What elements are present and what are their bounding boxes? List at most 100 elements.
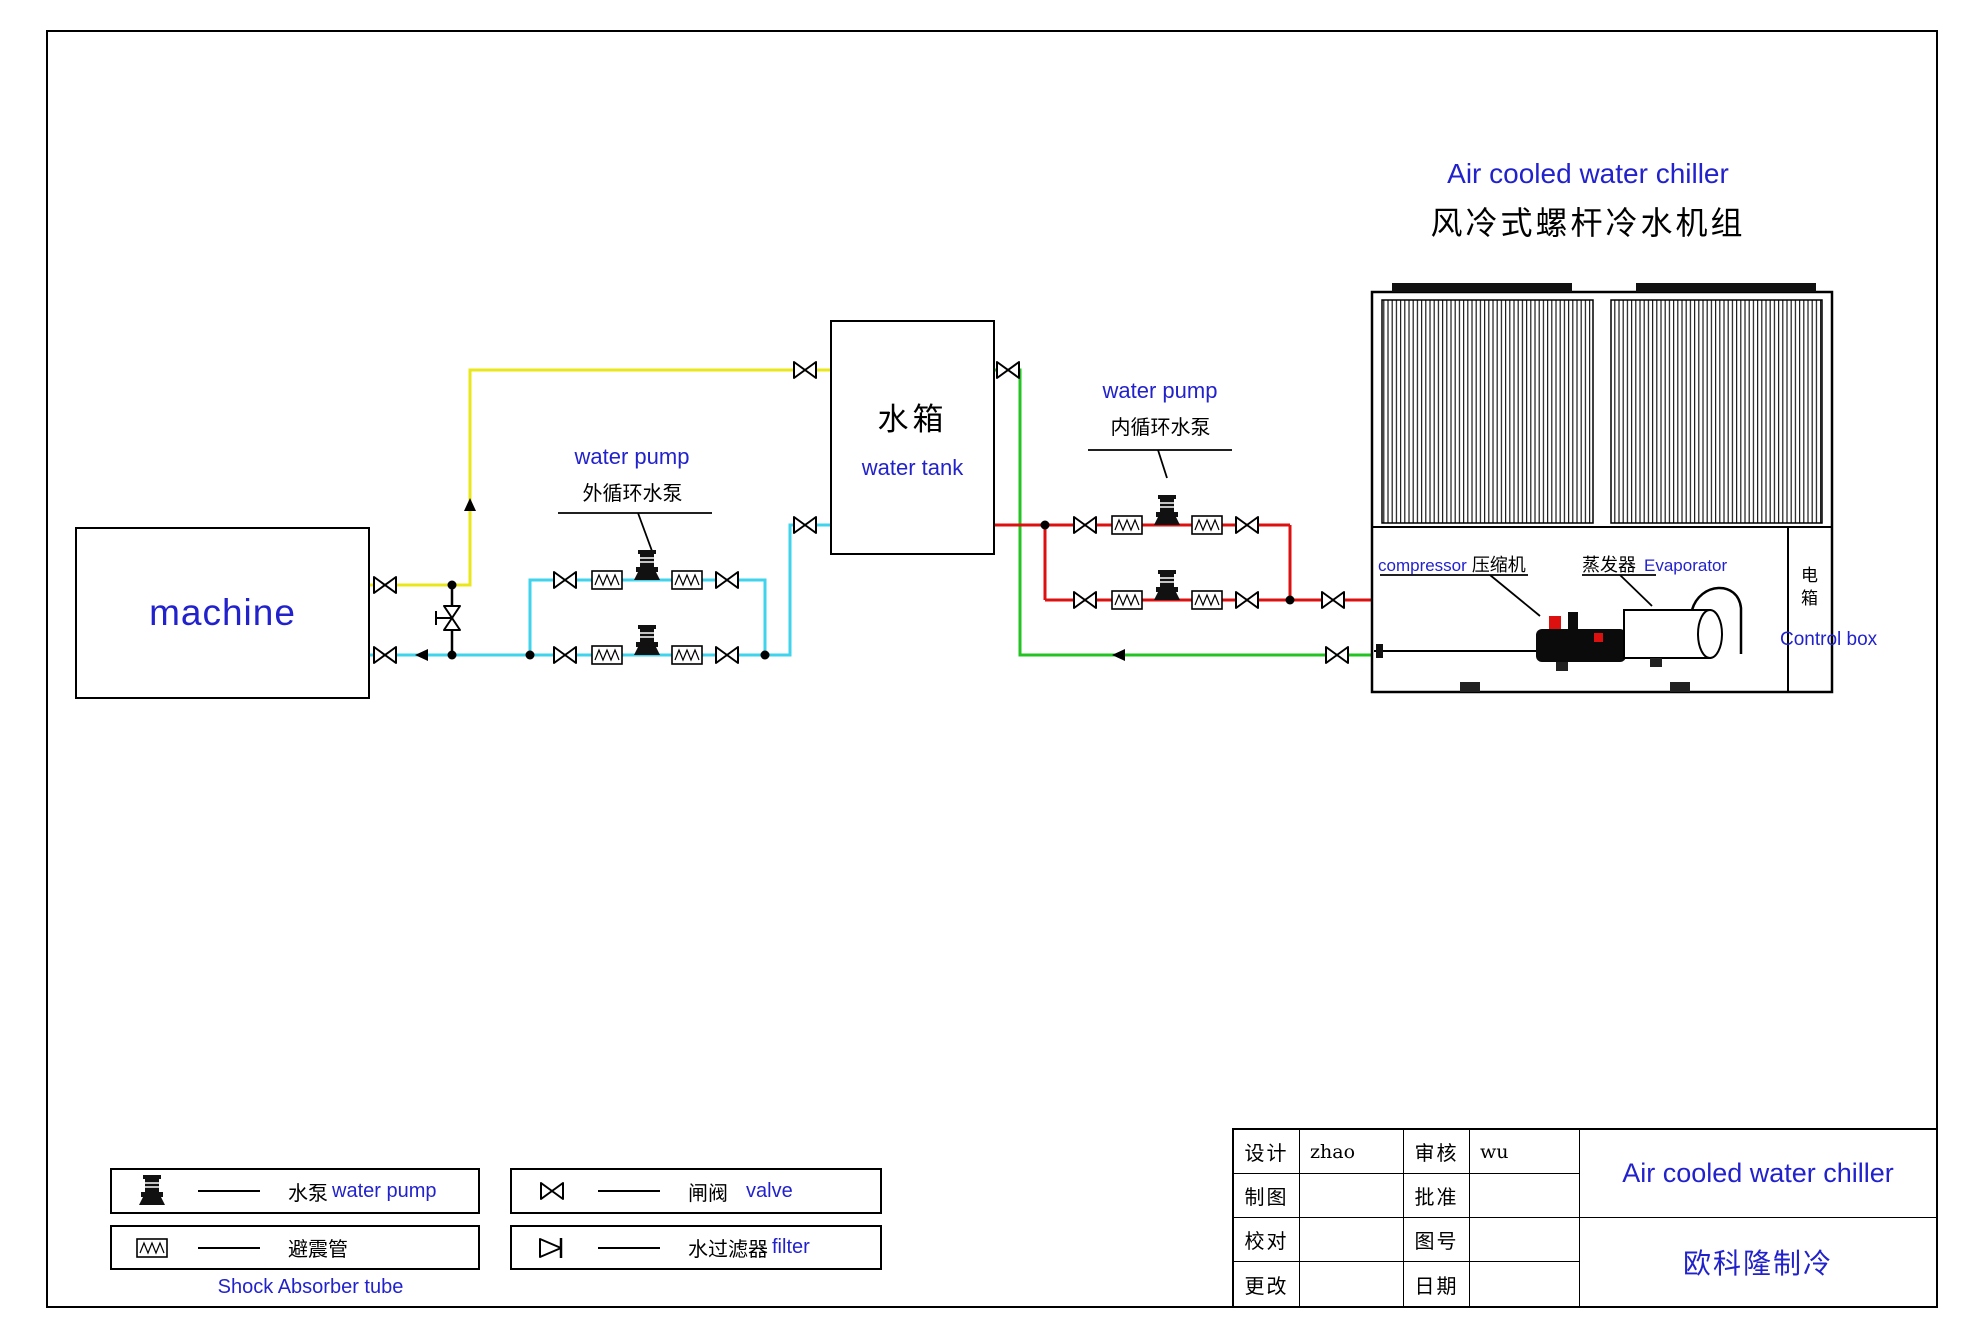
flow-arrow-icon xyxy=(1112,649,1125,661)
legend-pump-icon xyxy=(138,1174,166,1206)
suction-pipe xyxy=(1690,586,1743,654)
valve-icon xyxy=(373,576,397,594)
pipe-cyan-supply xyxy=(370,523,830,657)
legend-valve-zh: 闸阀 xyxy=(688,1180,728,1205)
bypass-gate-valve-icon xyxy=(435,605,461,631)
shock-absorber-icon xyxy=(591,570,623,590)
legend-valve-en: valve xyxy=(746,1179,793,1202)
valve-icon xyxy=(1325,646,1349,664)
control-box-label-zh: 电箱 xyxy=(1797,566,1817,612)
valve-icon xyxy=(553,646,577,664)
legend-line xyxy=(598,1246,660,1249)
valve-icon xyxy=(996,361,1020,379)
shock-absorber-icon xyxy=(1111,590,1143,610)
legend-line xyxy=(198,1246,260,1249)
control-box-label-en: Control box xyxy=(1780,629,1878,650)
legend-water-pump-zh: 水泵 xyxy=(288,1180,328,1205)
pump-icon xyxy=(633,624,661,656)
legend-line xyxy=(198,1190,260,1192)
legend-shock-absorber: 避震管 xyxy=(110,1225,480,1270)
chiller-unit xyxy=(1370,283,1834,694)
machine-foot-2 xyxy=(1650,658,1662,667)
chiller-title-en: Air cooled water chiller xyxy=(1447,158,1729,189)
valve-icon xyxy=(715,646,739,664)
legend-filter: 水过滤器 filter xyxy=(510,1225,882,1270)
external-pump-label-en: water pump xyxy=(574,444,690,469)
legend-shock-absorber-zh: 避震管 xyxy=(288,1237,348,1261)
machine-label: machine xyxy=(149,592,296,633)
internal-pump-label-zh: 内循环水泵 xyxy=(1110,415,1211,439)
title-block-cell: 更改 xyxy=(1234,1262,1300,1306)
legend-shock-icon xyxy=(136,1237,168,1258)
fan-bar-right xyxy=(1636,283,1816,292)
chiller-title-zh: 风冷式螺杆冷水机组 xyxy=(1430,204,1746,242)
tank-title-en: water tank xyxy=(861,455,964,480)
condenser-coil-left xyxy=(1381,299,1594,524)
title-block-cell: 设计 xyxy=(1234,1130,1300,1174)
title-block-cell xyxy=(1470,1262,1580,1306)
title-block-product: Air cooled water chiller xyxy=(1580,1130,1936,1218)
title-block-cell: zhao xyxy=(1300,1130,1404,1174)
pipe-flange xyxy=(1376,644,1383,658)
evaporator-label-zh: 蒸发器 xyxy=(1582,555,1636,576)
machinery xyxy=(1374,586,1743,692)
legend-valve: 闸阀 valve xyxy=(510,1168,882,1214)
shock-absorber-icon xyxy=(1111,515,1143,535)
ext-pump-leader xyxy=(637,512,653,552)
valve-icon xyxy=(793,516,817,534)
machine-box: machine xyxy=(75,527,370,699)
shock-absorber-icon xyxy=(671,645,703,665)
internal-pump-label-en: water pump xyxy=(1102,378,1218,403)
legend-water-pump: 水泵 water pump xyxy=(110,1168,480,1214)
water-tank-box: 水箱 water tank xyxy=(830,320,995,555)
legend-filter-icon xyxy=(538,1236,563,1259)
support-foot-2 xyxy=(1670,682,1690,692)
compressor-leader xyxy=(1489,574,1541,617)
valve-icon xyxy=(1235,591,1259,609)
machine-foot-1 xyxy=(1556,662,1568,671)
junction-dot xyxy=(760,650,770,660)
title-block-cell xyxy=(1470,1174,1580,1218)
external-pump-label-zh: 外循环水泵 xyxy=(582,481,683,505)
compressor-label: compressor 压缩机 xyxy=(1378,551,1526,577)
title-block: Air cooled water chiller 欧科隆制冷 设计 zhao 审… xyxy=(1232,1128,1938,1308)
valve-icon xyxy=(1235,516,1259,534)
evaporator-end-cap xyxy=(1697,609,1723,659)
junction-dot xyxy=(447,650,457,660)
pump-icon xyxy=(1153,494,1181,526)
drawing-border xyxy=(46,30,1938,1308)
title-block-cell: wu xyxy=(1470,1130,1580,1174)
pump-icon xyxy=(633,549,661,581)
shock-absorber-icon xyxy=(1191,590,1223,610)
junction-dot xyxy=(1285,595,1295,605)
title-block-cell xyxy=(1470,1218,1580,1262)
title-block-cell xyxy=(1300,1262,1404,1306)
legend-filter-en: filter xyxy=(772,1236,810,1258)
int-pump-leader xyxy=(1157,449,1168,479)
legend-water-pump-en: water pump xyxy=(332,1179,437,1202)
junction-dot xyxy=(447,580,457,590)
title-block-cell xyxy=(1300,1218,1404,1262)
title-block-cell: 审核 xyxy=(1404,1130,1470,1174)
title-block-company: 欧科隆制冷 xyxy=(1682,1247,1833,1280)
title-block-cell: 日期 xyxy=(1404,1262,1470,1306)
valve-icon xyxy=(715,571,739,589)
flow-arrow-icon xyxy=(415,649,428,661)
compressor-port-red-2 xyxy=(1594,633,1603,642)
evaporator-label-en: Evaporator xyxy=(1644,556,1728,575)
pipe-yellow-return xyxy=(370,368,830,587)
compressor-body xyxy=(1536,629,1626,662)
title-block-cell: 批准 xyxy=(1404,1174,1470,1218)
compressor-port-red-1 xyxy=(1549,616,1561,629)
fan-bar-left xyxy=(1392,283,1572,292)
title-block-cell: 校对 xyxy=(1234,1218,1300,1262)
title-block-cell: 图号 xyxy=(1404,1218,1470,1262)
junction-dot xyxy=(525,650,535,660)
valve-icon xyxy=(553,571,577,589)
support-foot-1 xyxy=(1460,682,1480,692)
shock-absorber-icon xyxy=(1191,515,1223,535)
valve-icon xyxy=(373,646,397,664)
evaporator-label: 蒸发器 Evaporator xyxy=(1582,551,1727,577)
title-block-cell xyxy=(1300,1174,1404,1218)
